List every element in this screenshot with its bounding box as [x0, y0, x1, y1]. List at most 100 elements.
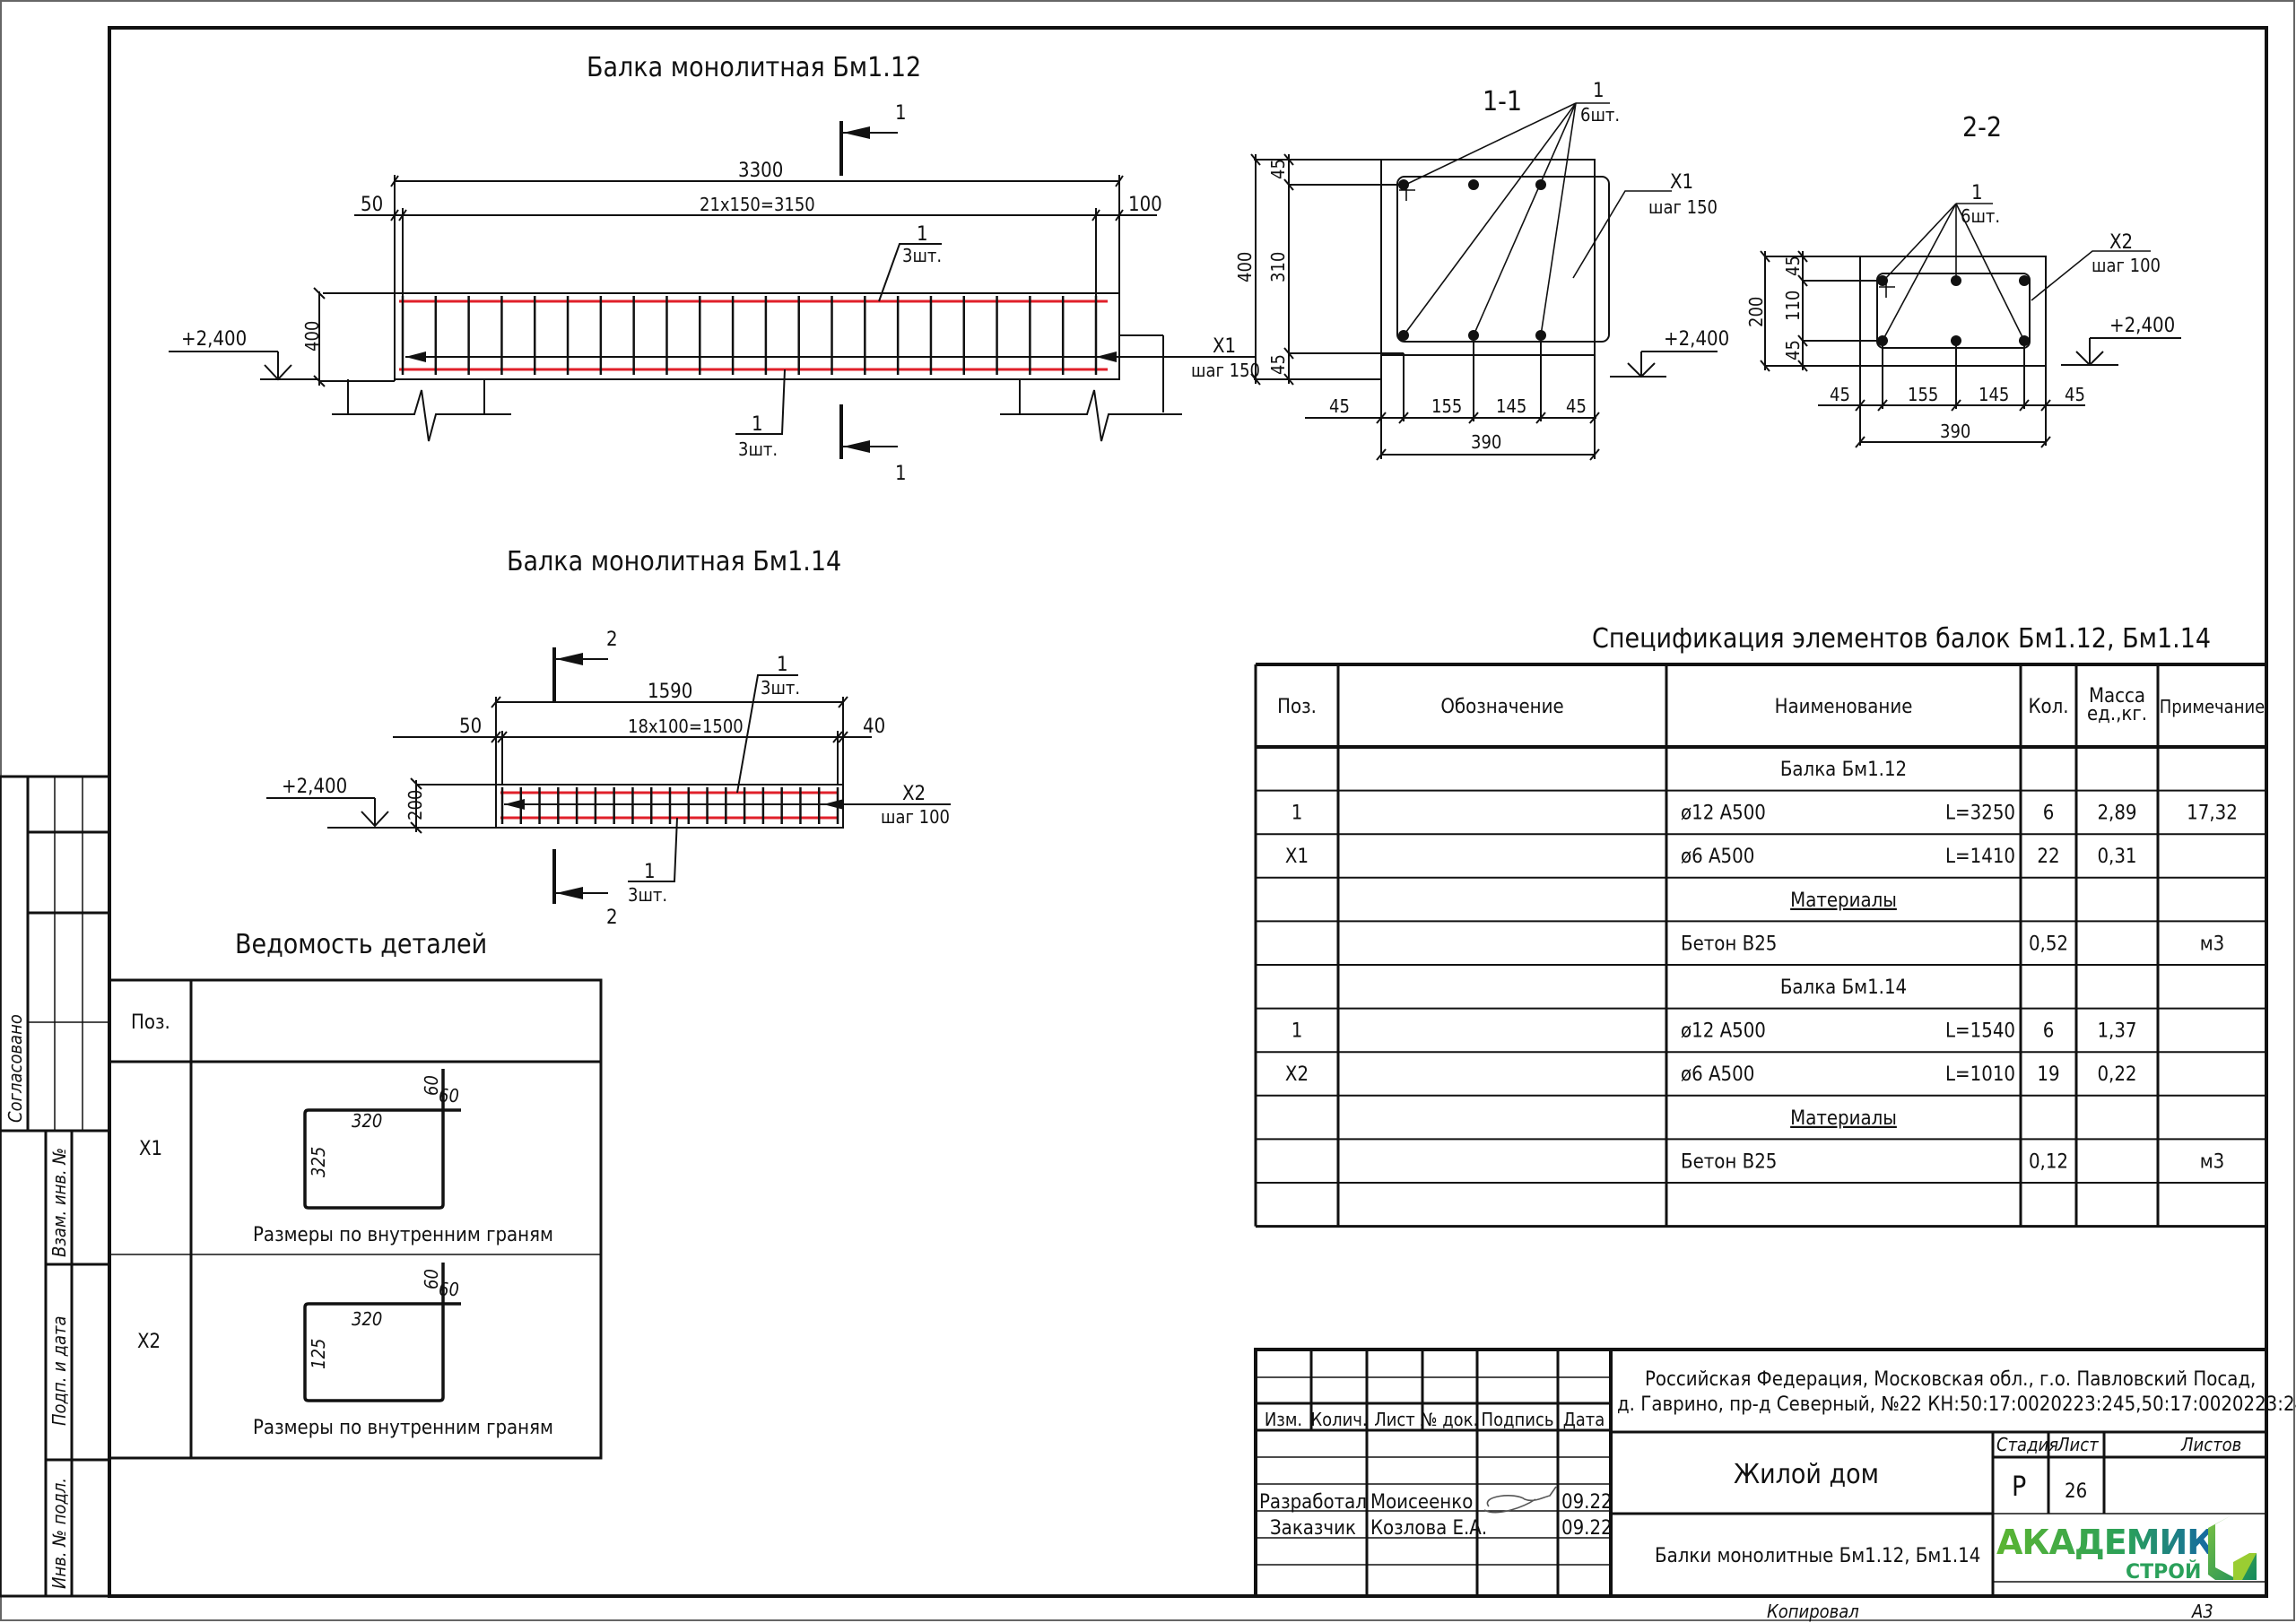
beam1-supports [332, 379, 1182, 442]
tb-role-customer: Заказчик [1270, 1517, 1356, 1540]
section-marker-1-top: 1 [839, 102, 907, 176]
beam1-leader-top-qty: 3шт. [902, 245, 942, 266]
spec-cell-qty: 0,52 [2029, 933, 2068, 955]
spec-cell-note: м3 [2200, 1150, 2225, 1173]
spec-title: Спецификация элементов балок Бм1.12, Бм1… [1592, 623, 2211, 655]
section22-dim-45b: 45 [1782, 340, 1804, 360]
spec-subgroup-title: Материалы [1790, 890, 1897, 912]
tb-date-customer: 09.22 [1561, 1517, 1613, 1540]
spec-cell-name: Бетон В25 [1681, 933, 1777, 955]
beam2-leaders [628, 674, 798, 882]
tb-header-cell: Изм. [1265, 1409, 1302, 1430]
tb-header-cell: Подпись [1482, 1409, 1554, 1430]
section22-level: +2,400 [2109, 315, 2175, 337]
details-title: Ведомость деталей [235, 929, 487, 960]
spec-cell-name: ø12 А500 [1681, 1020, 1766, 1043]
tb-sheet-label: Лист [2057, 1434, 2099, 1455]
section22-dim-200: 200 [1745, 297, 1767, 327]
beam2-dim-right: 40 [863, 716, 885, 738]
side-stamp-inv-orig: Инв. № подл. [48, 1478, 70, 1589]
section-marker-label: 1 [895, 463, 907, 485]
section22-dimensions [1760, 250, 2085, 448]
section22-dim-h2: 145 [1979, 384, 2009, 405]
details-x2-width: 320 [352, 1308, 382, 1330]
spec-cell-length: L=1540 [1945, 1020, 2015, 1043]
section22-stirrup-pos: X2 [2109, 231, 2133, 254]
spec-cell-name: Бетон В25 [1681, 1150, 1777, 1173]
section22-dim-45a: 45 [1782, 256, 1804, 276]
section22-title: 2-2 [1962, 112, 2002, 143]
section-marker-label: 2 [606, 907, 618, 929]
section11-level-mark [1610, 351, 1718, 378]
beam2-stirrups [500, 787, 839, 824]
details-x1-note: Размеры по внутренним граням [253, 1224, 553, 1246]
spec-cell-qty: 0,12 [2029, 1150, 2068, 1173]
section22-width: 390 [1940, 421, 1970, 442]
spec-cell-qty: 22 [2037, 846, 2059, 868]
section22-leader-qty: 6шт. [1961, 205, 2000, 227]
details-x1-width: 320 [352, 1110, 382, 1132]
spec-cell-length: L=3250 [1945, 803, 2015, 825]
beam1-leader-bottom-qty: 3шт. [738, 438, 778, 460]
section-2-2: 2-2 1 6шт. X2 шаг 100 [1745, 112, 2181, 448]
beam2-stirrup-step: шаг 100 [881, 806, 950, 828]
beam2-title: Балка монолитная Бм1.14 [507, 546, 841, 577]
beam1-stirrups [401, 296, 1098, 375]
section22-dim-h1: 155 [1908, 384, 1938, 405]
side-stamp [0, 775, 111, 1598]
details-x2-height: 125 [308, 1339, 329, 1369]
beam1-dim-stirrups: 21x150=3150 [700, 194, 815, 215]
section11-dim-h0: 45 [1329, 395, 1350, 417]
beam1-dim-left: 50 [361, 194, 383, 216]
spec-group-title: Балка Бм1.14 [1780, 976, 1907, 999]
tb-header-cell: Лист [1374, 1409, 1415, 1430]
spec-cell-name: ø6 А500 [1681, 846, 1754, 868]
side-stamp-sign-date: Подп. и дата [48, 1315, 70, 1426]
spec-header-note: Примечание [2160, 696, 2266, 717]
logo-sub-text: СТРОЙ [2126, 1560, 2201, 1584]
beam2-leader-top-pos: 1 [777, 654, 788, 676]
beam1-elevation: Балка монолитная Бм1.12 1 1 [169, 52, 1260, 485]
signature-icon [1483, 1486, 1557, 1514]
details-x2-hook1: 60 [421, 1269, 442, 1289]
tb-header-cell: Колич. [1310, 1409, 1367, 1430]
section22-stirrup [1876, 273, 2031, 349]
side-stamp-replace-inv: Взам. инв. № [48, 1148, 70, 1257]
details-x1-hook2: 60 [439, 1085, 459, 1107]
spec-cell-qty: 19 [2037, 1063, 2059, 1086]
beam1-dim-total: 3300 [738, 160, 783, 182]
spec-cell-qty: 6 [2043, 1020, 2055, 1043]
section11-dim-h3: 45 [1566, 395, 1587, 417]
beam1-outline [394, 292, 1120, 380]
spec-cell-note: м3 [2200, 933, 2225, 955]
section11-dim-h2: 145 [1496, 395, 1526, 417]
beam2-dimensions [327, 696, 872, 834]
section-marker-2-top: 2 [552, 629, 618, 702]
section11-dim-45b: 45 [1267, 354, 1289, 375]
spec-cell-name: ø12 А500 [1681, 803, 1766, 825]
details-table: Ведомость деталей Поз. X1 320 325 60 60 … [108, 929, 603, 1460]
company-logo: АКАДЕМИК СТРОЙ [1996, 1515, 2257, 1584]
details-row-pos: X1 [139, 1138, 162, 1160]
spec-cell-pos: 1 [1292, 803, 1303, 825]
section-1-1: 1-1 1 6шт. X1 шаг 150 [1234, 80, 1729, 461]
section11-dim-45a: 45 [1267, 159, 1289, 179]
beam1-stirrup-pos: X1 [1213, 335, 1236, 358]
beam1-dimensions [313, 175, 1157, 387]
section11-dim-310: 310 [1267, 252, 1289, 282]
beam2-leader-top-qty: 3шт. [761, 677, 800, 699]
section22-bars [1877, 275, 2030, 346]
section22-dim-110: 110 [1782, 291, 1804, 321]
tb-name-customer: Козлова Е.А. [1370, 1517, 1487, 1540]
side-stamp-agreed: Согласовано [4, 1014, 26, 1123]
drawing-frame [108, 26, 2268, 1598]
tb-role-developer: Разработал [1259, 1491, 1367, 1514]
section11-dimensions [1250, 153, 1600, 461]
beam1-dim-right: 100 [1128, 194, 1162, 216]
beam2-level: +2,400 [282, 776, 347, 798]
section11-dim-h1: 155 [1431, 395, 1462, 417]
spec-cell-note: 17,32 [2187, 803, 2238, 825]
beam2-dim-left: 50 [459, 716, 482, 738]
